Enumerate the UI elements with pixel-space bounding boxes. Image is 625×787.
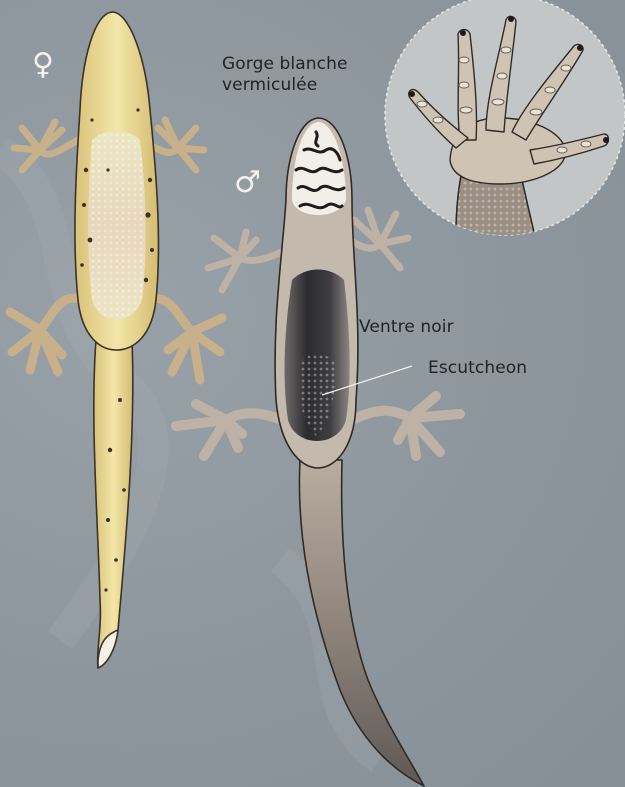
foot-inset (385, 0, 625, 260)
female-gecko (10, 12, 222, 668)
escutcheon-label: Escutcheon (428, 358, 527, 379)
throat-label-line-1: Gorge blanche (222, 54, 348, 75)
throat-label-line-2: vermiculée (222, 75, 348, 96)
female-symbol: ♀ (32, 50, 54, 80)
belly-label: Ventre noir (359, 317, 454, 338)
male-gecko (176, 118, 460, 786)
male-symbol: ♂ (234, 168, 261, 198)
throat-label: Gorge blanche vermiculée (222, 54, 348, 96)
